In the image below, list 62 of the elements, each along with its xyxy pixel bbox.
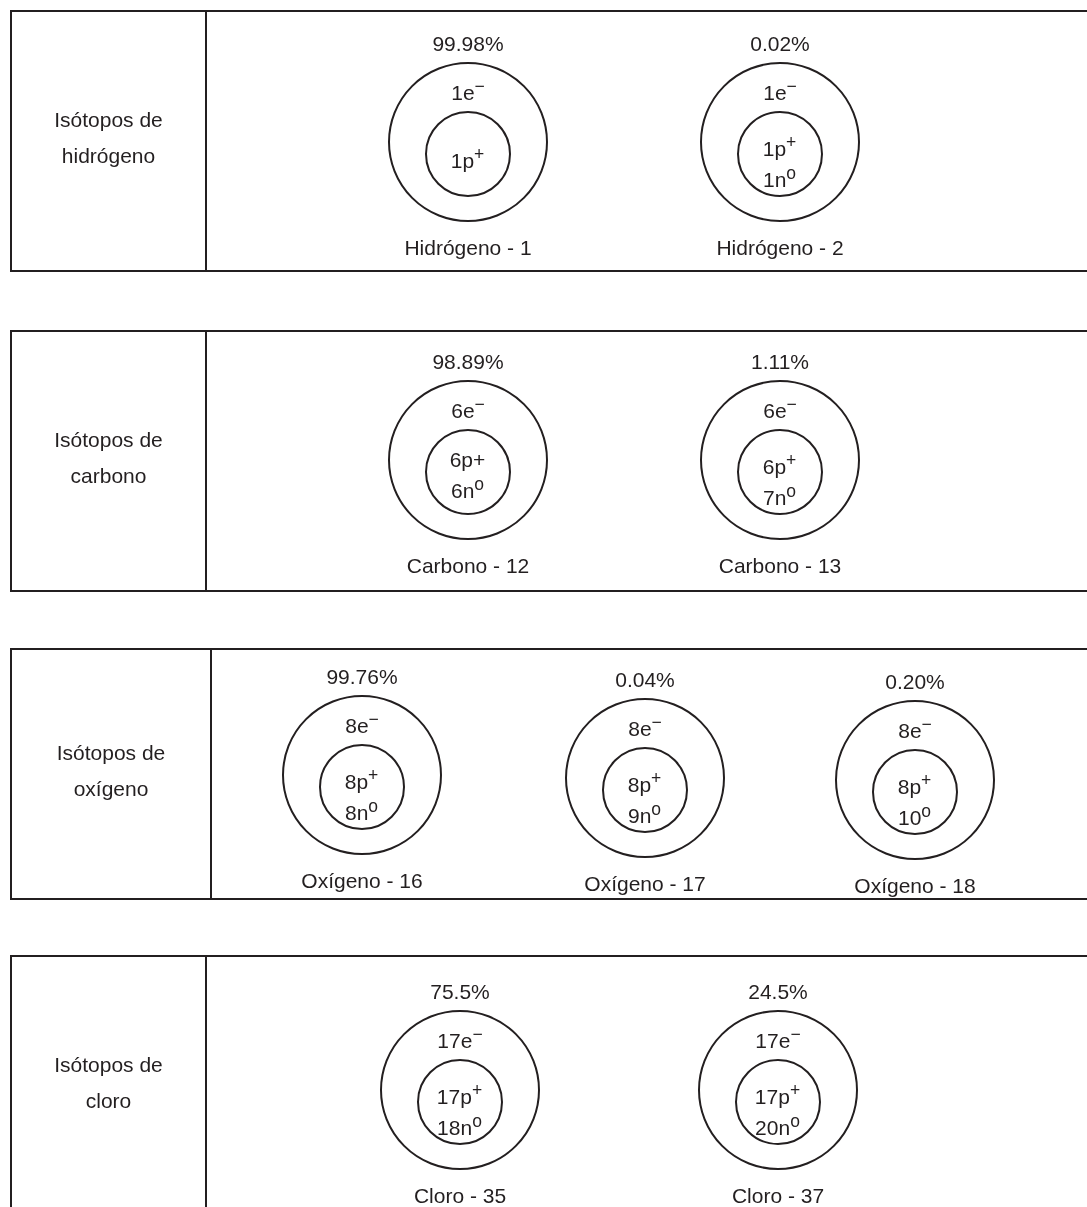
electron-count: 1e$^{−}$: [762, 76, 798, 105]
nucleus-label: 8p$^{+}$ 8n$^{o}$: [343, 763, 380, 825]
isotope-name: Carbono - 13: [718, 554, 842, 578]
row-heading: Isótopos de carbono: [53, 427, 164, 489]
electron-shell: [565, 698, 725, 858]
table-row: [10, 10, 1087, 272]
isotope-name: Hidrógeno - 1: [404, 236, 532, 260]
isotope-name: Carbono - 12: [406, 554, 530, 578]
electron-count: 8e$^{−}$: [627, 712, 663, 741]
electron-shell: [700, 380, 860, 540]
electron-shell: [388, 62, 548, 222]
abundance-percent: 99.98%: [432, 32, 504, 56]
nucleus: [425, 111, 511, 197]
row-heading: Isótopos de oxígeno: [55, 740, 167, 802]
isotope-name: Cloro - 37: [731, 1184, 825, 1207]
nucleus: [602, 747, 688, 833]
abundance-percent: 0.20%: [885, 670, 945, 694]
isotope-name: Cloro - 35: [413, 1184, 507, 1207]
electron-shell: [835, 700, 995, 860]
electron-count: 8e$^{−}$: [344, 709, 380, 738]
table-row: [10, 330, 1087, 592]
nucleus: [417, 1059, 503, 1145]
nucleus: [737, 111, 823, 197]
abundance-percent: 24.5%: [748, 980, 808, 1004]
nucleus: [319, 744, 405, 830]
abundance-percent: 0.02%: [750, 32, 810, 56]
nucleus: [872, 749, 958, 835]
electron-count: 1e$^{−}$: [450, 76, 486, 105]
abundance-percent: 1.11%: [751, 350, 809, 374]
abundance-percent: 99.76%: [326, 665, 398, 689]
electron-count: 17e$^{−}$: [754, 1024, 802, 1053]
nucleus-label: 8p$^{+}$ 9n$^{o}$: [626, 766, 663, 828]
nucleus-label: 6p$^{+}$ 7n$^{o}$: [761, 448, 798, 510]
isotope-name: Oxígeno - 18: [854, 874, 976, 898]
nucleus: [425, 429, 511, 515]
nucleus: [735, 1059, 821, 1145]
electron-shell: [700, 62, 860, 222]
nucleus-label: 17p$^{+}$ 20n$^{o}$: [753, 1078, 802, 1140]
isotope-name: Hidrógeno - 2: [716, 236, 844, 260]
electron-count: 6e$^{−}$: [450, 394, 486, 423]
electron-count: 8e$^{−}$: [897, 714, 933, 743]
table-row: [10, 648, 1087, 900]
row-heading: Isótopos de hidrógeno: [53, 107, 164, 169]
abundance-percent: 98.89%: [432, 350, 504, 374]
abundance-percent: 75.5%: [430, 980, 490, 1004]
electron-count: 6e$^{−}$: [762, 394, 798, 423]
nucleus: [737, 429, 823, 515]
abundance-percent: 0.04%: [615, 668, 675, 692]
electron-shell: [388, 380, 548, 540]
electron-count: 17e$^{−}$: [436, 1024, 484, 1053]
electron-shell: [282, 695, 442, 855]
nucleus-label: 1p$^{+}$ 1n$^{o}$: [761, 130, 798, 192]
electron-shell: [698, 1010, 858, 1170]
nucleus-label: 8p$^{+}$ 10$^{o}$: [896, 768, 933, 830]
isotope-name: Oxígeno - 17: [584, 872, 706, 896]
row-heading: Isótopos de cloro: [53, 1052, 164, 1114]
nucleus-label: 6p+ 6n$^{o}$: [448, 447, 487, 503]
electron-shell: [380, 1010, 540, 1170]
isotope-name: Oxígeno - 16: [301, 869, 423, 893]
nucleus-label: 17p$^{+}$ 18n$^{o}$: [435, 1078, 484, 1140]
nucleus-label: 1p$^{+}$: [449, 142, 486, 173]
table-row: [10, 955, 1087, 1207]
